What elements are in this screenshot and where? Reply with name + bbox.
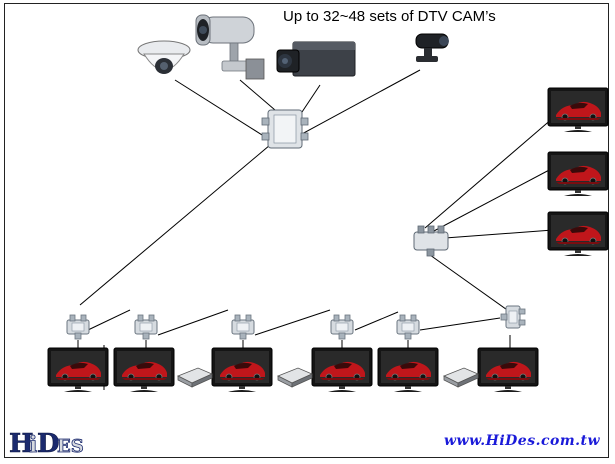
splitter-top xyxy=(261,109,309,149)
tv-bottom-6 xyxy=(477,347,539,393)
link-box-to-splitter xyxy=(299,84,321,116)
splitter-6 xyxy=(500,305,526,329)
receiver-2 xyxy=(277,367,313,388)
splitter-2 xyxy=(134,314,158,340)
box-camera xyxy=(276,41,356,77)
splitter-right xyxy=(413,225,449,257)
tv-bottom-1 xyxy=(47,347,109,393)
link-dome-to-splitter xyxy=(174,79,271,141)
tv-bottom-5 xyxy=(377,347,439,393)
svg-text:ES: ES xyxy=(57,436,84,456)
link-top-splitter-to-first xyxy=(79,144,271,306)
splitter-3 xyxy=(231,314,255,340)
link-right-tv2 xyxy=(431,167,554,233)
link-bullet-to-splitter xyxy=(239,79,276,111)
link-chain-2 xyxy=(157,309,229,336)
hides-logo: H i D ES xyxy=(9,429,84,456)
dome-camera xyxy=(137,40,191,74)
svg-text:D: D xyxy=(37,429,60,456)
tv-right-2 xyxy=(547,151,609,197)
splitter-1 xyxy=(66,314,90,340)
link-right-splitter-down xyxy=(429,254,511,313)
splitter-5 xyxy=(396,314,420,340)
tv-right-3 xyxy=(547,211,609,257)
link-chain-3 xyxy=(254,309,331,336)
website-link[interactable]: www.HiDes.com.tw xyxy=(444,433,601,449)
link-chain-1 xyxy=(87,309,131,331)
svg-text:H: H xyxy=(9,429,34,456)
link-right-tv3 xyxy=(444,229,554,239)
bullet-camera xyxy=(195,14,265,80)
tv-bottom-2 xyxy=(113,347,175,393)
link-chain-5 xyxy=(419,317,501,331)
link-right-tv1 xyxy=(424,117,554,229)
headline: Up to 32~48 sets of DTV CAM’s xyxy=(283,8,496,25)
svg-text:i: i xyxy=(29,432,37,456)
tv-right-1 xyxy=(547,87,609,133)
tv-bottom-4 xyxy=(311,347,373,393)
splitter-4 xyxy=(330,314,354,340)
tv-bottom-3 xyxy=(211,347,273,393)
link-action-to-splitter xyxy=(299,69,421,136)
receiver-3 xyxy=(443,367,479,388)
connection-lines xyxy=(77,69,554,390)
receiver-1 xyxy=(177,367,213,388)
action-camera xyxy=(415,33,449,62)
link-chain-4 xyxy=(354,311,399,331)
